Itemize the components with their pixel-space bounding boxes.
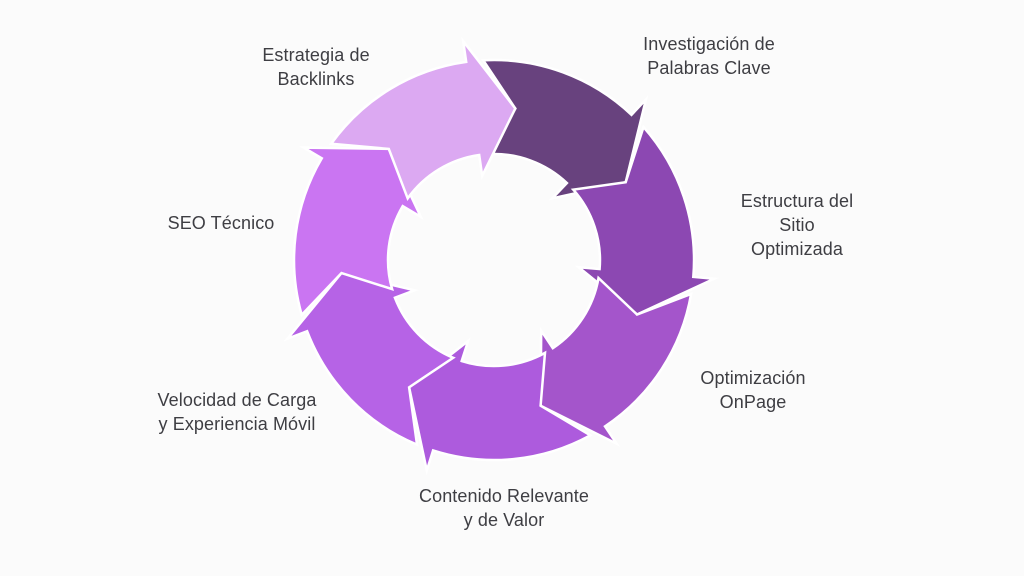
cycle-arrow-contenido-relevante [407, 337, 593, 476]
cycle-step-label-velocidad-carga-experiencia-movil: Velocidad de Carga y Experiencia Móvil [157, 390, 317, 434]
cycle-step-label-contenido-relevante: Contenido Relevante y de Valor [418, 486, 590, 530]
cycle-arrow-velocidad-carga-experiencia-movil [283, 271, 456, 447]
cycle-arrow-optimizacion-onpage [539, 275, 693, 448]
cycle-arrow-estructura-sitio-optimizada [570, 124, 719, 316]
cycle-step-label-seo-tecnico: SEO Técnico [167, 213, 275, 234]
cycle-step-label-estrategia-backlinks: Estrategia de Backlinks [262, 45, 370, 89]
cycle-step-label-estructura-sitio-optimizada: Estructura del Sitio Optimizada [740, 191, 854, 259]
cycle-step-label-optimizacion-onpage: Optimización OnPage [700, 368, 806, 412]
cycle-arrow-seo-tecnico [292, 146, 424, 318]
cycle-arrow-estrategia-backlinks [328, 36, 517, 202]
cycle-step-label-investigacion-palabras-clave: Investigación de Palabras Clave [643, 34, 775, 78]
cycle-arrow-investigacion-palabras-clave [481, 58, 649, 201]
